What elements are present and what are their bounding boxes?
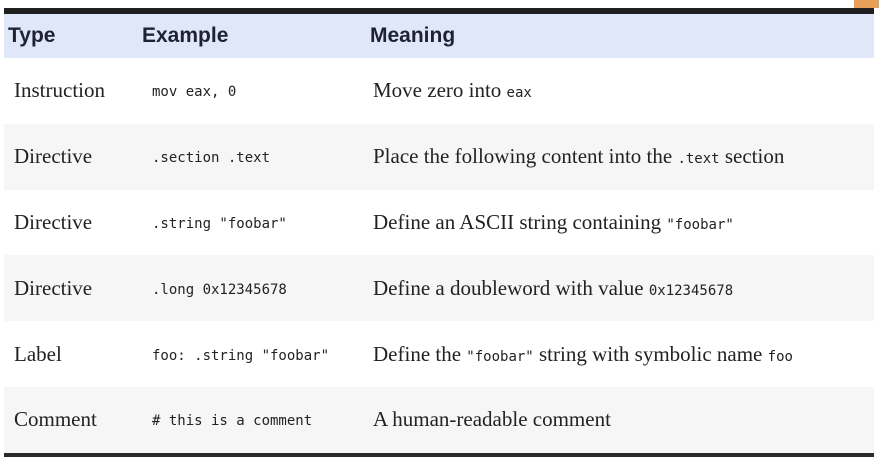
assembly-syntax-table: Type Example Meaning Instruction mov eax… — [4, 14, 874, 457]
row-type: Directive — [14, 275, 93, 300]
table-row: Directive .section .text Place the follo… — [4, 123, 874, 190]
table-top-rule — [4, 8, 874, 14]
inline-code: 0x12345678 — [648, 282, 734, 299]
row-example: .section .text — [152, 150, 271, 167]
row-meaning: Move zero into eax — [370, 78, 874, 103]
inline-code: eax — [506, 85, 532, 102]
meaning-text: Define a doubleword with value — [373, 275, 649, 300]
row-meaning: A human-readable comment — [370, 407, 874, 432]
meaning-text: Define the — [373, 341, 467, 366]
meaning-text: A human-readable comment — [373, 407, 611, 432]
row-type: Label — [14, 341, 62, 366]
row-example: .long 0x12345678 — [152, 281, 287, 298]
inline-code: "foobar" — [466, 348, 534, 365]
meaning-text: Define an ASCII string containing — [373, 209, 667, 234]
table-row: Instruction mov eax, 0 Move zero into ea… — [4, 58, 874, 124]
row-meaning: Define an ASCII string containing "fooba… — [370, 210, 874, 235]
row-meaning: Define the "foobar" string with symbolic… — [370, 342, 874, 367]
header-example: Example — [142, 24, 229, 47]
table-row: Directive .string "foobar" Define an ASC… — [4, 190, 874, 256]
meaning-text: Move zero into — [373, 78, 507, 103]
row-example: # this is a comment — [152, 413, 313, 430]
row-example: foo: .string "foobar" — [152, 347, 330, 364]
table-row: Directive .long 0x12345678 Define a doub… — [4, 255, 874, 322]
row-type: Instruction — [14, 78, 105, 103]
row-meaning: Place the following content into the .te… — [370, 144, 874, 169]
row-type: Directive — [14, 144, 93, 169]
row-example: mov eax, 0 — [152, 84, 237, 101]
row-type: Directive — [14, 209, 93, 234]
inline-code: foo — [767, 348, 793, 365]
header-meaning: Meaning — [370, 24, 456, 47]
meaning-text: section — [719, 144, 785, 169]
meaning-text: string with symbolic name — [533, 341, 768, 366]
table-row: Comment # this is a comment A human-read… — [4, 386, 874, 453]
inline-code: "foobar" — [666, 216, 734, 233]
table-header-row: Type Example Meaning — [4, 14, 874, 58]
inline-code: .text — [677, 151, 720, 168]
meaning-text: Place the following content into the — [373, 144, 678, 169]
corner-accent-mark — [854, 0, 879, 8]
row-meaning: Define a doubleword with value 0x1234567… — [370, 276, 874, 301]
row-type: Comment — [14, 407, 97, 432]
table-row: Label foo: .string "foobar" Define the "… — [4, 321, 874, 387]
row-example: .string "foobar" — [152, 215, 287, 232]
header-type: Type — [8, 24, 56, 47]
